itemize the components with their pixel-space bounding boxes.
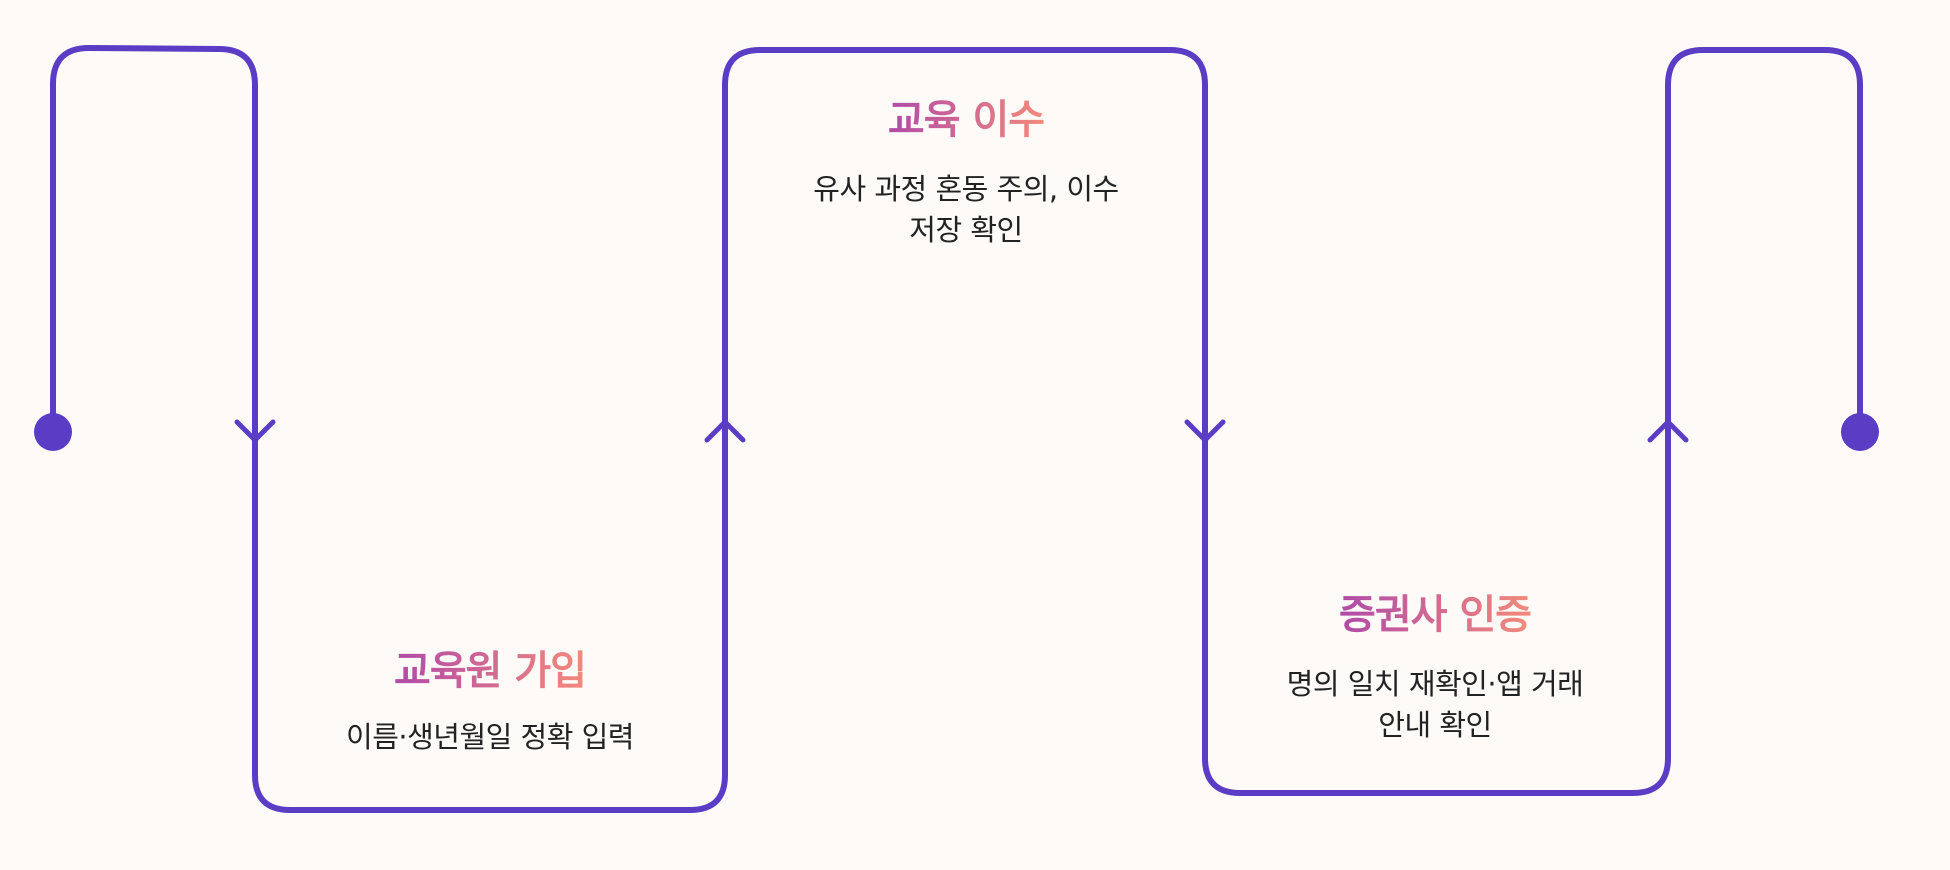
step-description: 이름·생년월일 정확 입력 [346,720,634,754]
start-dot [34,413,72,451]
arrow-up-icon [1647,419,1689,443]
step-description: 안내 확인 [1378,708,1491,742]
step-title: 교육 이수 [888,97,1044,143]
step-broker-verification: 증권사 인증 명의 일치 재확인·앱 거래 안내 확인 [1287,592,1584,742]
flow-path [50,45,1863,813]
step-title: 증권사 인증 [1339,592,1531,638]
step-description: 저장 확인 [909,213,1022,247]
step-title: 교육원 가입 [394,648,586,694]
arrow-down-icon [234,419,276,443]
step-description: 유사 과정 혼동 주의, 이수 [813,172,1118,206]
step-join-academy: 교육원 가입 이름·생년월일 정확 입력 [346,648,634,754]
arrow-up-icon [704,419,746,443]
end-dot [1841,413,1879,451]
step-description: 명의 일치 재확인·앱 거래 [1287,667,1584,701]
arrow-down-icon [1184,419,1226,443]
step-complete-course: 교육 이수 유사 과정 혼동 주의, 이수 저장 확인 [813,97,1119,247]
